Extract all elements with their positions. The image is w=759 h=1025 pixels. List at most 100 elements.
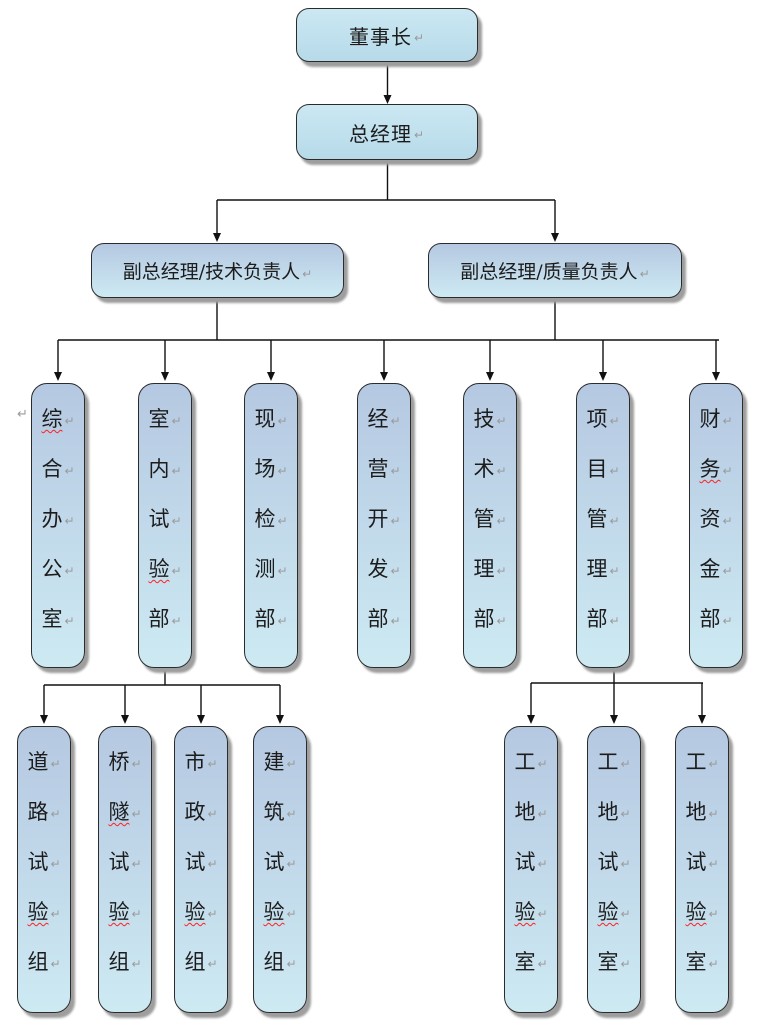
node-label-char: 隧 xyxy=(108,800,130,824)
paragraph-mark-icon: ↵ xyxy=(609,564,620,578)
node-label-char: 试 xyxy=(184,850,206,874)
org-node-deputy-quality[interactable]: 副总经理/质量负责人↵ xyxy=(428,243,682,298)
node-label-char: 部 xyxy=(254,607,276,631)
org-node-test-group-bridge[interactable]: 桥↵隧↵试↵验↵组↵ xyxy=(98,726,152,1013)
vertical-char-line: 部↵ xyxy=(367,593,400,643)
node-label-char: 建 xyxy=(263,750,285,774)
org-node-deputy-technical[interactable]: 副总经理/技术负责人↵ xyxy=(91,243,344,298)
vertical-char-line: 现↵ xyxy=(254,393,287,443)
paragraph-mark-icon: ↵ xyxy=(609,414,620,428)
paragraph-mark-icon: ↵ xyxy=(277,464,288,478)
paragraph-mark-icon: ↵ xyxy=(413,31,426,45)
paragraph-mark-icon: ↵ xyxy=(64,514,75,528)
paragraph-mark-icon: ↵ xyxy=(722,614,733,628)
node-label: 副总经理/质量负责人 xyxy=(460,261,638,283)
paragraph-mark-icon: ↵ xyxy=(207,807,218,821)
vertical-char-line: 部↵ xyxy=(586,593,619,643)
vertical-char-line: 建↵ xyxy=(263,736,296,786)
paragraph-mark-icon: ↵ xyxy=(171,414,182,428)
vertical-char-line: 验↵ xyxy=(184,886,217,936)
paragraph-mark-icon: ↵ xyxy=(496,464,507,478)
paragraph-mark-icon: ↵ xyxy=(620,807,631,821)
node-label-char: 政 xyxy=(184,800,206,824)
paragraph-mark-icon: ↵ xyxy=(496,414,507,428)
node-label-char: 试 xyxy=(597,850,619,874)
paragraph-mark-icon: ↵ xyxy=(50,807,61,821)
paragraph-mark-icon: ↵ xyxy=(496,514,507,528)
node-label: 董事长 xyxy=(348,24,412,49)
paragraph-mark-icon: ↵ xyxy=(722,464,733,478)
org-node-site-lab-2[interactable]: 工↵地↵试↵验↵室↵ xyxy=(587,726,641,1013)
node-label-char: 合 xyxy=(41,457,63,481)
node-label-char: 组 xyxy=(263,950,285,974)
paragraph-mark-icon: ↵ xyxy=(537,957,548,971)
vertical-char-line: 理↵ xyxy=(473,543,506,593)
node-label-char: 试 xyxy=(685,850,707,874)
node-label-char: 检 xyxy=(254,507,276,531)
org-node-general-manager[interactable]: 总经理↵ xyxy=(296,104,478,160)
node-label-char: 筑 xyxy=(263,800,285,824)
node-label-char: 试 xyxy=(263,850,285,874)
org-node-department-tech-mgmt[interactable]: 技↵术↵管↵理↵部↵ xyxy=(463,383,517,668)
vertical-char-line: 验↵ xyxy=(263,886,296,936)
org-node-test-group-building[interactable]: 建↵筑↵试↵验↵组↵ xyxy=(253,726,307,1013)
org-node-department-business-dev[interactable]: 经↵营↵开↵发↵部↵ xyxy=(357,383,411,668)
paragraph-mark-icon: ↵ xyxy=(50,907,61,921)
node-label-char: 桥 xyxy=(108,750,130,774)
node-label-char: 室 xyxy=(685,950,707,974)
node-label-char: 验 xyxy=(108,900,130,924)
vertical-char-line: 试↵ xyxy=(685,836,718,886)
paragraph-mark-icon: ↵ xyxy=(609,464,620,478)
vertical-char-line: 验↵ xyxy=(27,886,60,936)
vertical-char-line: 理↵ xyxy=(586,543,619,593)
node-label-char: 场 xyxy=(254,457,276,481)
org-node-department-finance[interactable]: 财↵务↵资↵金↵部↵ xyxy=(689,383,743,668)
vertical-char-line: 政↵ xyxy=(184,786,217,836)
vertical-char-line: 室↵ xyxy=(41,593,74,643)
node-label-char: 部 xyxy=(367,607,389,631)
paragraph-mark-icon: ↵ xyxy=(286,757,297,771)
paragraph-mark-icon: ↵ xyxy=(277,414,288,428)
paragraph-mark-icon: ↵ xyxy=(131,807,142,821)
vertical-char-line: 试↵ xyxy=(184,836,217,886)
node-label: 总经理 xyxy=(348,121,412,146)
vertical-char-line: 组↵ xyxy=(108,936,141,986)
org-node-department-project-mgmt[interactable]: 项↵目↵管↵理↵部↵ xyxy=(576,383,630,668)
node-label-char: 市 xyxy=(184,750,206,774)
org-node-test-group-municipal[interactable]: 市↵政↵试↵验↵ 组 ↵ xyxy=(174,726,228,1013)
org-node-test-group-road[interactable]: 道↵路↵试↵验↵组↵ xyxy=(17,726,71,1013)
org-node-site-lab-3[interactable]: 工↵地↵试↵验↵室↵ xyxy=(675,726,729,1013)
vertical-char-line: 隧↵ xyxy=(108,786,141,836)
node-label-char: 现 xyxy=(254,407,276,431)
org-node-department-indoor-test[interactable]: 室↵内↵试↵验↵部↵ xyxy=(138,383,192,668)
node-label-char: 工 xyxy=(514,750,536,774)
paragraph-mark-icon: ↵ xyxy=(722,514,733,528)
vertical-char-line: 工↵ xyxy=(597,736,630,786)
vertical-char-line: 市↵ xyxy=(184,736,217,786)
node-label-char: 道 xyxy=(27,750,49,774)
vertical-char-line: 地↵ xyxy=(597,786,630,836)
org-node-department-general-office[interactable]: 综↵合↵办↵公↵室↵ xyxy=(31,383,85,668)
node-label-char: 公 xyxy=(41,557,63,581)
org-node-site-lab-1[interactable]: 工↵地↵试↵验↵室↵ xyxy=(504,726,558,1013)
vertical-char-line: 检↵ xyxy=(254,493,287,543)
paragraph-mark-icon: ↵ xyxy=(50,757,61,771)
org-node-department-field-inspection[interactable]: 现↵场↵检↵ 测 ↵ 部 ↵ xyxy=(244,383,298,668)
paragraph-mark-icon: ↵ xyxy=(537,807,548,821)
node-label-char: 综 xyxy=(41,407,63,431)
vertical-char-line: 场↵ xyxy=(254,443,287,493)
node-label-char: 理 xyxy=(586,557,608,581)
vertical-char-line: 室↵ xyxy=(514,936,547,986)
paragraph-mark-icon: ↵ xyxy=(620,957,631,971)
vertical-char-line: 试↵ xyxy=(514,836,547,886)
vertical-char-line: 技↵ xyxy=(473,393,506,443)
vertical-char-line: 开↵ xyxy=(367,493,400,543)
node-label-char: 测 xyxy=(254,557,276,581)
node-label-char: 工 xyxy=(685,750,707,774)
paragraph-mark-icon: ↵ xyxy=(413,128,426,142)
paragraph-mark-icon: ↵ xyxy=(620,757,631,771)
vertical-char-line: 公↵ xyxy=(41,543,74,593)
node-label-char: 试 xyxy=(27,850,49,874)
node-label-char: 组 xyxy=(184,950,206,974)
org-node-chairman[interactable]: 董事长↵ xyxy=(296,8,478,62)
